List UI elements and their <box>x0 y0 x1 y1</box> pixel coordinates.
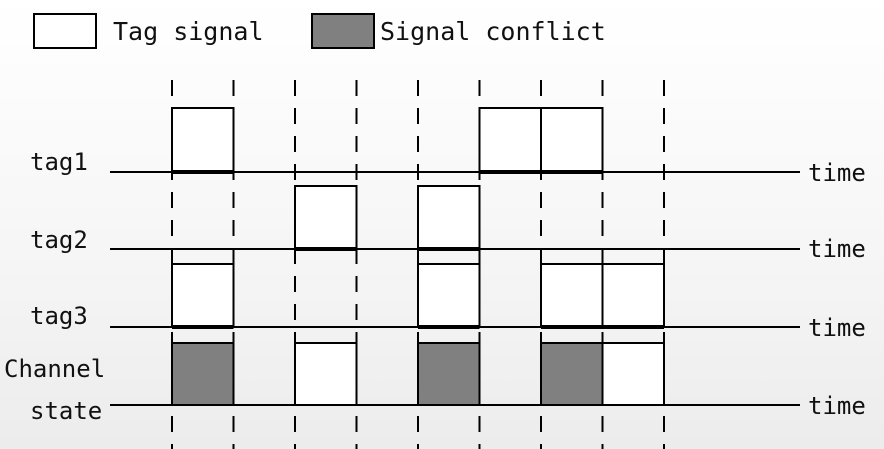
channel-signal-slot-8 <box>601 342 665 406</box>
legend-tag-signal-swatch <box>33 13 97 49</box>
row-label-tag1: tag1 <box>30 148 88 176</box>
tag2-pulse-slot-3 <box>294 185 358 250</box>
tag1-pulse-slot-1 <box>171 107 235 173</box>
tag3-pulse-slot-1 <box>171 263 235 328</box>
axis-label-tag1: time <box>808 159 866 187</box>
axis-label-channel: time <box>808 392 866 420</box>
tag3-pulse-slot-7 <box>540 263 604 328</box>
tag1-pulse-slot-7 <box>540 107 604 173</box>
axis-label-tag2: time <box>808 235 866 263</box>
legend-signal-conflict-label: Signal conflict <box>380 17 606 46</box>
row-label-state: state <box>30 397 102 425</box>
row-label-tag3: tag3 <box>30 302 88 330</box>
legend-signal-conflict-swatch <box>311 13 375 49</box>
row-label-channel: Channel <box>4 355 105 383</box>
tag3-pulse-slot-5 <box>417 263 481 328</box>
channel-signal-slot-3 <box>294 342 358 406</box>
axis-label-tag3: time <box>808 314 866 342</box>
tag1-pulse-slot-6 <box>478 107 542 173</box>
channel-conflict-slot-1 <box>171 342 235 406</box>
row-label-tag2: tag2 <box>30 226 88 254</box>
channel-conflict-slot-7 <box>540 342 604 406</box>
tag3-pulse-slot-8 <box>601 263 665 328</box>
diagram-marks <box>110 80 800 449</box>
legend-tag-signal-label: Tag signal <box>113 17 264 46</box>
channel-conflict-slot-5 <box>417 342 481 406</box>
tag2-pulse-slot-5 <box>417 185 481 250</box>
